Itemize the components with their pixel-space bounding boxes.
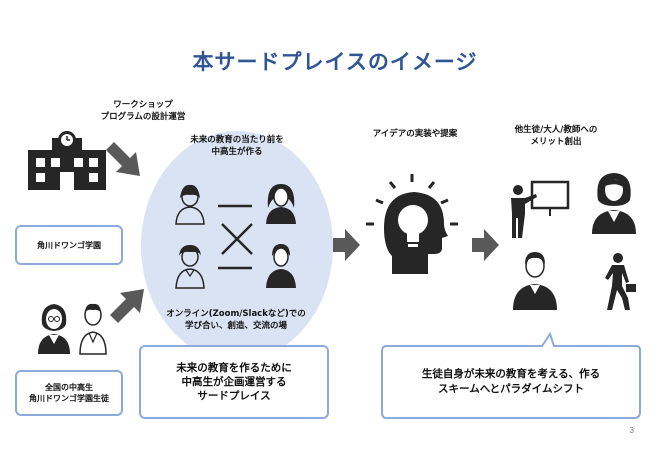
male-student-icon xyxy=(79,303,107,355)
page-number: 3 xyxy=(629,426,634,435)
speech-box-frame xyxy=(381,331,641,419)
center-box-line2: 中高生が企画運営する xyxy=(181,376,287,388)
paradigm-shift-box: 生徒自身が未来の教育を考える、作る スキームへとパラダイムシフト xyxy=(382,348,640,416)
online-label-line1: オンライン(Zoom/Slackなど)での xyxy=(166,309,306,319)
right-box-line1: 生徒自身が未来の教育を考える、作る xyxy=(421,368,601,380)
future-label-line2: 中高生が作る xyxy=(211,147,263,157)
school-building-icon xyxy=(28,131,106,190)
students-box: 全国の中高生 角川ドワンゴ学園生徒 xyxy=(15,370,123,416)
idea-label: アイデアの実装や提案 xyxy=(372,129,458,139)
right-box-line2: スキームへとパラダイムシフト xyxy=(438,383,584,395)
male-adult-icon xyxy=(513,252,557,310)
arrow-down-right-icon xyxy=(106,142,140,176)
workshop-label-line2: プログラムの設計運営 xyxy=(100,112,186,122)
third-place-ellipse xyxy=(141,131,333,361)
arrow-right-icon-2 xyxy=(472,229,499,261)
page-title: 本サードプレイスのイメージ xyxy=(192,50,478,74)
third-place-box: 未来の教育を作るために 中高生が企画運営する サードプレイス xyxy=(139,345,329,419)
kadokawa-box: 角川ドワンゴ学園 xyxy=(15,225,123,265)
online-label-line2: 学び合い、創造、交流の場 xyxy=(184,321,287,331)
merit-label: 他生徒/大人/教師への メリット創出 xyxy=(500,124,612,148)
merit-label-line1: 他生徒/大人/教師への xyxy=(514,125,598,135)
online-place-label: オンライン(Zoom/Slackなど)での 学び合い、創造、交流の場 xyxy=(150,308,322,332)
merit-label-line2: メリット創出 xyxy=(530,137,582,147)
idea-head-lightbulb-icon xyxy=(366,174,458,274)
center-box-line3: サードプレイス xyxy=(197,390,271,402)
students-box-line1: 全国の中高生 xyxy=(45,383,93,392)
workshop-label: ワークショップ プログラムの設計運営 xyxy=(88,99,198,123)
arrow-up-right-icon xyxy=(110,289,144,323)
students-box-line2: 角川ドワンゴ学園生徒 xyxy=(29,394,109,403)
future-label-line1: 未来の教育の当たり前を xyxy=(190,135,284,145)
walking-businessman-icon xyxy=(605,253,636,310)
people-network-icon xyxy=(175,184,296,289)
teacher-presentation-icon xyxy=(511,180,570,238)
female-student-icon xyxy=(38,304,70,354)
arrow-right-icon xyxy=(333,229,360,261)
future-education-label: 未来の教育の当たり前を 中高生が作る xyxy=(162,134,312,158)
center-box-line1: 未来の教育を作るために xyxy=(176,362,292,374)
workshop-label-line1: ワークショップ xyxy=(113,100,173,110)
female-adult-icon xyxy=(592,173,636,234)
